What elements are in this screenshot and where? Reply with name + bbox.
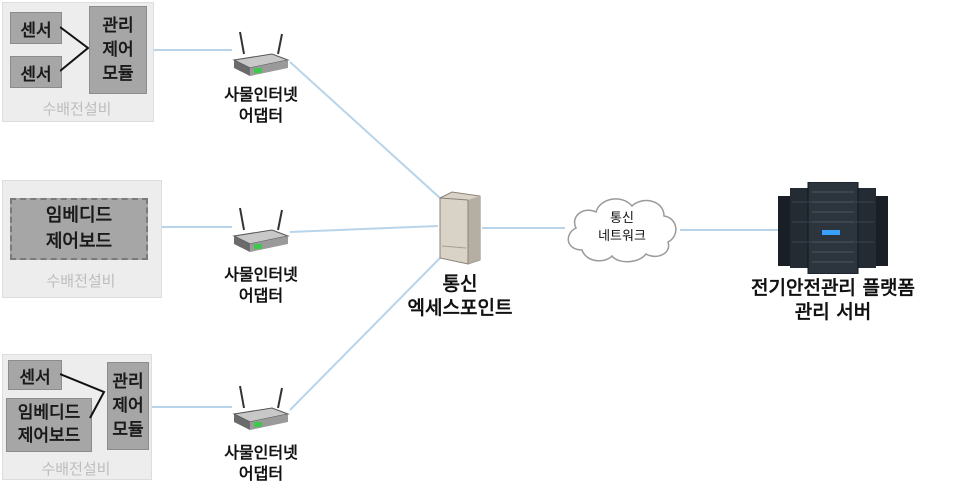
embedded-board-small: 임베디드 제어보드	[6, 398, 92, 452]
sensor-box: 센서	[10, 12, 62, 44]
router-icon	[232, 385, 290, 430]
link-adapter3-ap	[289, 257, 441, 411]
access-point-icon	[439, 191, 481, 265]
facility-label: 수배전설비	[46, 272, 116, 290]
sensor-connector	[60, 26, 90, 72]
router-icon	[232, 31, 290, 76]
cloud-icon	[567, 198, 677, 263]
facility-label: 수배전설비	[41, 460, 111, 478]
sensor-box: 센서	[10, 56, 62, 88]
router-icon	[232, 207, 290, 252]
link-adapter1-ap	[289, 61, 441, 199]
facility-label: 수배전설비	[42, 100, 112, 118]
sensor-connector	[60, 373, 106, 419]
link-adapter2-ap	[289, 225, 439, 233]
embedded-board: 임베디드 제어보드	[10, 198, 148, 260]
control-module: 관리 제어 모듈	[107, 362, 149, 450]
server-icon	[778, 182, 888, 274]
sensor-box: 센서	[8, 360, 62, 390]
control-module: 관리 제어 모듈	[89, 6, 147, 94]
